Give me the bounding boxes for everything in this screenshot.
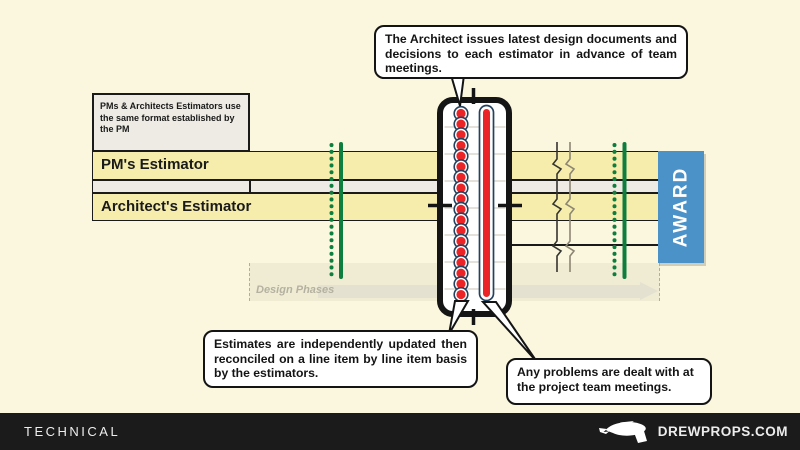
callout-problems-dealt: Any problems are dealt with at the proje… — [506, 358, 712, 405]
callout-estimates-updated: Estimates are independently updated then… — [203, 330, 478, 388]
award-label: AWARD — [670, 166, 692, 248]
callout-architect-issues-text: The Architect issues latest design docum… — [385, 32, 677, 76]
footer-brand-label: DREWPROPS.COM — [657, 424, 788, 439]
design-phases-arrow-head — [640, 282, 658, 300]
reconcile-box — [437, 97, 512, 317]
lane-pm-estimator: PM's Estimator — [92, 151, 660, 180]
baseline-to-award — [512, 244, 658, 246]
raygun-logo-icon — [598, 420, 647, 443]
note-box-text: PMs & Architects Estimators use the same… — [100, 101, 241, 135]
callout-problems-dealt-text: Any problems are dealt with at the proje… — [517, 365, 694, 394]
lane-architect-label: Architect's Estimator — [101, 198, 252, 215]
lane-architect-estimator: Architect's Estimator — [92, 193, 660, 221]
lane-separator-divider — [249, 180, 251, 193]
footer-category-label: TECHNICAL — [24, 424, 121, 439]
note-box: PMs & Architects Estimators use the same… — [92, 93, 250, 152]
award-box: AWARD — [658, 151, 704, 263]
lane-separator — [92, 180, 660, 193]
footer-bar: TECHNICAL DREWPROPS.COM — [0, 413, 800, 450]
footer-brand-group: DREWPROPS.COM — [598, 419, 788, 445]
callout-estimates-updated-text: Estimates are independently updated then… — [214, 337, 467, 381]
callout-architect-issues: The Architect issues latest design docum… — [374, 25, 688, 79]
lane-pm-label: PM's Estimator — [101, 156, 209, 173]
design-phases-label: Design Phases — [256, 284, 335, 296]
